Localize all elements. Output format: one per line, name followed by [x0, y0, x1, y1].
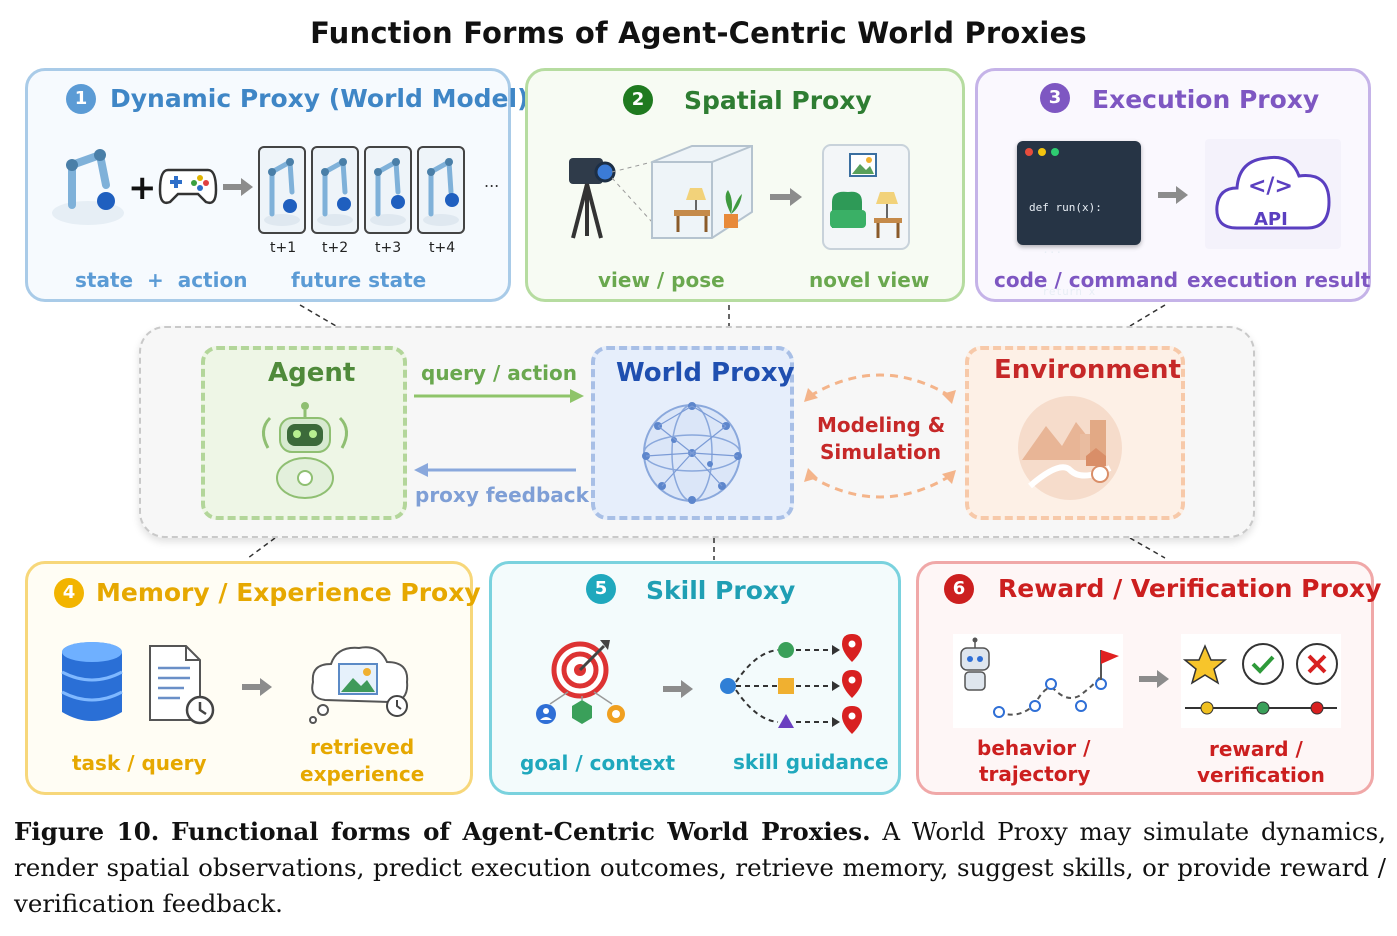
reward-verification-label-1: reward /	[1209, 737, 1303, 761]
more-ellipsis: ...	[484, 172, 500, 191]
novel-view-label: novel view	[809, 268, 930, 292]
api-label: API	[1254, 209, 1288, 230]
state-action-label: state + action	[75, 268, 248, 292]
skill-path-icon	[720, 634, 862, 734]
robot-arm-icon	[52, 149, 124, 225]
figure-title: Function Forms of Agent-Centric World Pr…	[310, 16, 1087, 50]
reward-verification-icon	[1183, 643, 1338, 715]
task-query-label: task / query	[72, 751, 207, 775]
future-state-frame	[417, 146, 465, 234]
step-label-4: t+4	[429, 240, 456, 256]
robot-trajectory-icon	[960, 637, 1119, 718]
spatial-proxy-title: Spatial Proxy	[684, 86, 872, 115]
query-arrow-icon	[414, 389, 584, 403]
badge-3: 3	[1040, 83, 1070, 113]
globe-network-icon	[642, 402, 742, 504]
database-icon	[61, 642, 123, 721]
world-proxy-title: World Proxy	[616, 358, 795, 388]
badge-5: 5	[586, 574, 616, 604]
thought-cloud-image-icon	[309, 646, 409, 724]
proxy-feedback-label: proxy feedback	[415, 483, 589, 507]
badge-4: 4	[54, 578, 84, 608]
reward-verification-label-2: verification	[1197, 763, 1325, 787]
arrow-right-icon	[223, 178, 253, 196]
landscape-globe-icon	[1018, 396, 1122, 500]
caption-label: Figure 10.	[14, 817, 160, 846]
caption-text: A World Proxy may simulate dynamics, ren…	[14, 817, 1387, 918]
behavior-trajectory-label-1: behavior /	[977, 736, 1091, 760]
environment-title: Environment	[994, 355, 1181, 385]
execution-result-label: execution result	[1187, 268, 1371, 292]
skill-guidance-label: skill guidance	[733, 750, 889, 774]
robot-arm-icon	[264, 157, 300, 226]
memory-proxy-title: Memory / Experience Proxy	[96, 578, 481, 607]
arrow-right-icon	[770, 188, 802, 206]
skill-proxy-title: Skill Proxy	[646, 576, 796, 605]
goal-target-icon	[536, 640, 625, 724]
robot-arm-icon	[317, 157, 353, 226]
execution-proxy-title: Execution Proxy	[1092, 85, 1320, 114]
future-state-frame	[364, 146, 412, 234]
code-symbol-icon: </>	[1248, 174, 1293, 199]
future-state-frame	[311, 146, 359, 234]
plus-sign: +	[128, 168, 157, 208]
code-command-label: code / command	[994, 268, 1179, 292]
room-scene-icon	[612, 145, 753, 239]
document-clock-icon	[149, 645, 215, 725]
cloud-icon	[1215, 155, 1331, 230]
modeling-label-1: Modeling &	[817, 413, 946, 437]
code-line-2: ...	[1029, 243, 1063, 256]
gamepad-icon	[158, 168, 218, 204]
badge-2: 2	[623, 85, 653, 115]
step-label-2: t+2	[322, 240, 349, 256]
query-action-label: query / action	[421, 361, 577, 385]
arrow-right-icon	[1158, 186, 1188, 204]
retrieved-experience-label-1: retrieved	[310, 735, 415, 759]
step-label-3: t+3	[375, 240, 402, 256]
arrow-right-icon	[1139, 670, 1169, 688]
behavior-trajectory-label-2: trajectory	[979, 762, 1091, 786]
code-line-1: def run(x):	[1029, 201, 1102, 214]
robot-agent-icon	[262, 402, 348, 499]
caption-bold: Functional forms of Agent-Centric World …	[171, 817, 871, 846]
agent-title: Agent	[268, 358, 356, 388]
future-state-frame	[258, 146, 306, 234]
figure-caption: Figure 10. Functional forms of Agent-Cen…	[14, 814, 1386, 922]
step-label-1: t+1	[270, 240, 297, 256]
badge-1: 1	[66, 84, 96, 114]
view-pose-label: view / pose	[598, 268, 725, 292]
novel-view-icon	[822, 144, 910, 250]
code-terminal: def run(x): ... return x $ _	[1017, 141, 1141, 340]
code-line-3: return x	[1029, 285, 1096, 298]
goal-context-label: goal / context	[520, 751, 676, 775]
retrieved-experience-label-2: experience	[300, 762, 425, 786]
future-state-label: future state	[291, 268, 427, 292]
robot-arm-icon	[370, 157, 406, 226]
modeling-label-2: Simulation	[820, 440, 942, 464]
reward-proxy-title: Reward / Verification Proxy	[998, 574, 1382, 603]
dynamic-proxy-title: Dynamic Proxy (World Model)	[110, 84, 529, 113]
robot-arm-icon	[423, 157, 459, 226]
feedback-arrow-icon	[414, 463, 576, 477]
badge-6: 6	[944, 574, 974, 604]
arrow-right-icon	[663, 680, 693, 698]
arrow-right-icon	[242, 678, 272, 696]
modeling-loop-arrows	[804, 373, 956, 499]
